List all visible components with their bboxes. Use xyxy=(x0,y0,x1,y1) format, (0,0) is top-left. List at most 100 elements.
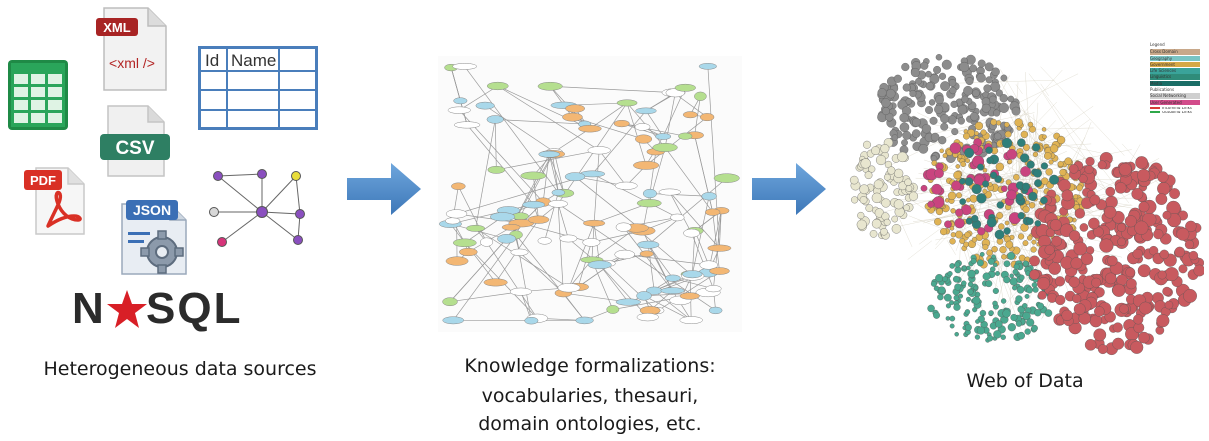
cloud-dataset-node xyxy=(986,217,997,228)
arrow-right-icon xyxy=(347,163,421,215)
cloud-dataset-node xyxy=(856,219,867,230)
cloud-dataset-node xyxy=(1057,135,1066,145)
cloud-dataset-node xyxy=(1027,121,1034,128)
cloud-dataset-node xyxy=(940,228,948,236)
cloud-dataset-node xyxy=(883,173,891,181)
cloud-dataset-node xyxy=(937,286,946,295)
cloud-dataset-node xyxy=(995,271,1000,276)
cloud-dataset-node xyxy=(977,59,986,68)
ontology-edge xyxy=(494,119,497,170)
cloud-dataset-node xyxy=(967,281,974,288)
legend-item: Linguistics xyxy=(1150,74,1200,81)
ontology-node xyxy=(615,298,641,306)
cloud-dataset-node xyxy=(956,192,963,199)
cloud-dataset-node xyxy=(971,214,979,223)
cloud-dataset-node xyxy=(1118,162,1132,176)
cloud-dataset-node xyxy=(869,230,878,238)
ontology-edge xyxy=(593,150,600,224)
cloud-dataset-node xyxy=(1044,244,1055,255)
cloud-dataset-node xyxy=(1032,151,1039,158)
cloud-dataset-node xyxy=(940,122,949,131)
cloud-dataset-node xyxy=(1037,276,1050,290)
ontology-edge xyxy=(519,252,564,294)
cloud-dataset-node xyxy=(1124,215,1137,228)
cloud-dataset-node xyxy=(953,303,961,311)
cloud-dataset-node xyxy=(982,188,988,194)
cloud-link xyxy=(1042,92,1112,198)
cloud-dataset-node xyxy=(986,249,993,257)
cloud-dataset-node xyxy=(1184,239,1195,250)
cloud-dataset-node xyxy=(1125,267,1136,278)
cloud-dataset-node xyxy=(1014,118,1023,127)
cloud-dataset-node xyxy=(1074,208,1086,219)
cloud-dataset-node xyxy=(986,335,994,342)
cloud-link xyxy=(884,73,1079,169)
cloud-dataset-node xyxy=(969,112,979,121)
ontology-edge xyxy=(574,176,643,232)
cloud-dataset-node xyxy=(935,95,944,105)
ontology-edge xyxy=(495,119,585,125)
cloud-dataset-node xyxy=(955,164,961,169)
cloud-dataset-node xyxy=(865,204,874,212)
cloud-dataset-node xyxy=(940,81,950,92)
legend-item: Life Sciences xyxy=(1150,68,1200,74)
cloud-dataset-node xyxy=(1073,194,1079,200)
cloud-dataset-node xyxy=(1105,186,1116,197)
ontology-node xyxy=(486,81,509,91)
pdf-file-icon: PDF xyxy=(24,167,85,235)
cloud-dataset-node xyxy=(1117,237,1126,247)
ontology-edge xyxy=(497,85,600,151)
cloud-dataset-node xyxy=(880,228,888,236)
ontology-node xyxy=(636,291,652,301)
legend-item-label: Geography xyxy=(1150,55,1173,61)
cloud-dataset-node xyxy=(1044,152,1052,160)
cloud-dataset-node xyxy=(929,116,938,125)
cloud-dataset-node xyxy=(1162,210,1172,220)
cloud-dataset-node xyxy=(954,261,961,268)
cloud-dataset-node xyxy=(998,223,1005,230)
ontology-edge xyxy=(458,186,487,243)
ontology-edge xyxy=(645,110,664,137)
cloud-dataset-node xyxy=(935,274,944,283)
cloud-dataset-node xyxy=(886,88,896,99)
cloud-dataset-node xyxy=(901,139,908,147)
cloud-dataset-node xyxy=(1112,337,1125,350)
csv-file-icon: CSV xyxy=(100,105,170,177)
cloud-dataset-node xyxy=(1064,157,1073,165)
cloud-dataset-node xyxy=(1026,160,1035,169)
cloud-dataset-node xyxy=(982,243,989,251)
ontology-node xyxy=(564,172,586,182)
cloud-dataset-node xyxy=(975,319,980,324)
cloud-dataset-node xyxy=(873,179,884,190)
cloud-dataset-node xyxy=(1169,188,1180,199)
cloud-dataset-node xyxy=(1037,290,1047,300)
cloud-dataset-node xyxy=(1049,219,1062,231)
legend-item: Incoming Links xyxy=(1150,107,1200,110)
cloud-dataset-node xyxy=(925,106,934,114)
ontology-node xyxy=(557,283,581,293)
cloud-dataset-node xyxy=(933,65,942,74)
cloud-dataset-node xyxy=(942,276,948,282)
ontology-edge xyxy=(466,124,534,205)
csv-label: CSV xyxy=(115,138,154,159)
cloud-dataset-node xyxy=(992,300,998,307)
ontology-node xyxy=(616,99,638,107)
ontology-edge xyxy=(599,264,629,303)
ontology-edge xyxy=(592,173,678,218)
ontology-node xyxy=(642,188,657,199)
cloud-dataset-node xyxy=(1178,264,1188,274)
ontology-node xyxy=(701,192,717,201)
cloud-dataset-node xyxy=(1029,269,1040,280)
cloud-dataset-node xyxy=(904,178,912,186)
ontology-node xyxy=(699,113,715,122)
cloud-dataset-node xyxy=(1001,254,1007,260)
cloud-dataset-node xyxy=(1097,344,1108,355)
ontology-node xyxy=(699,260,719,270)
cloud-dataset-node xyxy=(891,224,902,234)
ontology-node xyxy=(565,104,585,113)
cloud-dataset-node xyxy=(899,113,909,123)
ontology-edge xyxy=(554,128,591,153)
cloud-dataset-node xyxy=(1094,287,1105,298)
cloud-dataset-node xyxy=(902,131,912,140)
